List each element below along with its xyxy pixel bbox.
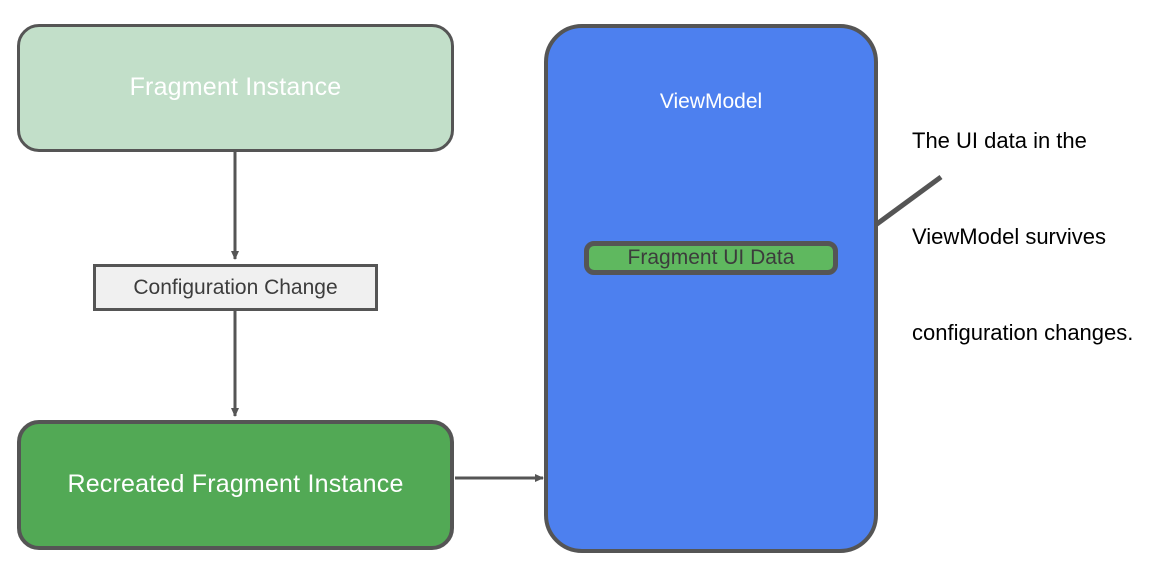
annotation-line-1: The UI data in the: [912, 128, 1087, 153]
node-fragment-ui-data[interactable]: Fragment UI Data: [584, 241, 838, 275]
node-fragment-ui-data-label: Fragment UI Data: [627, 246, 795, 270]
node-viewmodel[interactable]: ViewModel: [544, 24, 878, 553]
node-viewmodel-label: ViewModel: [659, 90, 763, 113]
annotation-callout: The UI data in the ViewModel survives co…: [912, 61, 1168, 381]
node-configuration-change-label: Configuration Change: [133, 275, 338, 299]
annotation-line-3: configuration changes.: [912, 320, 1134, 345]
node-recreated-fragment-instance-label: Recreated Fragment Instance: [67, 470, 404, 499]
node-recreated-fragment-instance[interactable]: Recreated Fragment Instance: [17, 420, 454, 550]
annotation-line-2: ViewModel survives: [912, 224, 1107, 249]
node-fragment-instance-label: Fragment Instance: [129, 73, 342, 102]
node-fragment-instance[interactable]: Fragment Instance: [17, 24, 454, 152]
node-configuration-change[interactable]: Configuration Change: [93, 264, 378, 311]
